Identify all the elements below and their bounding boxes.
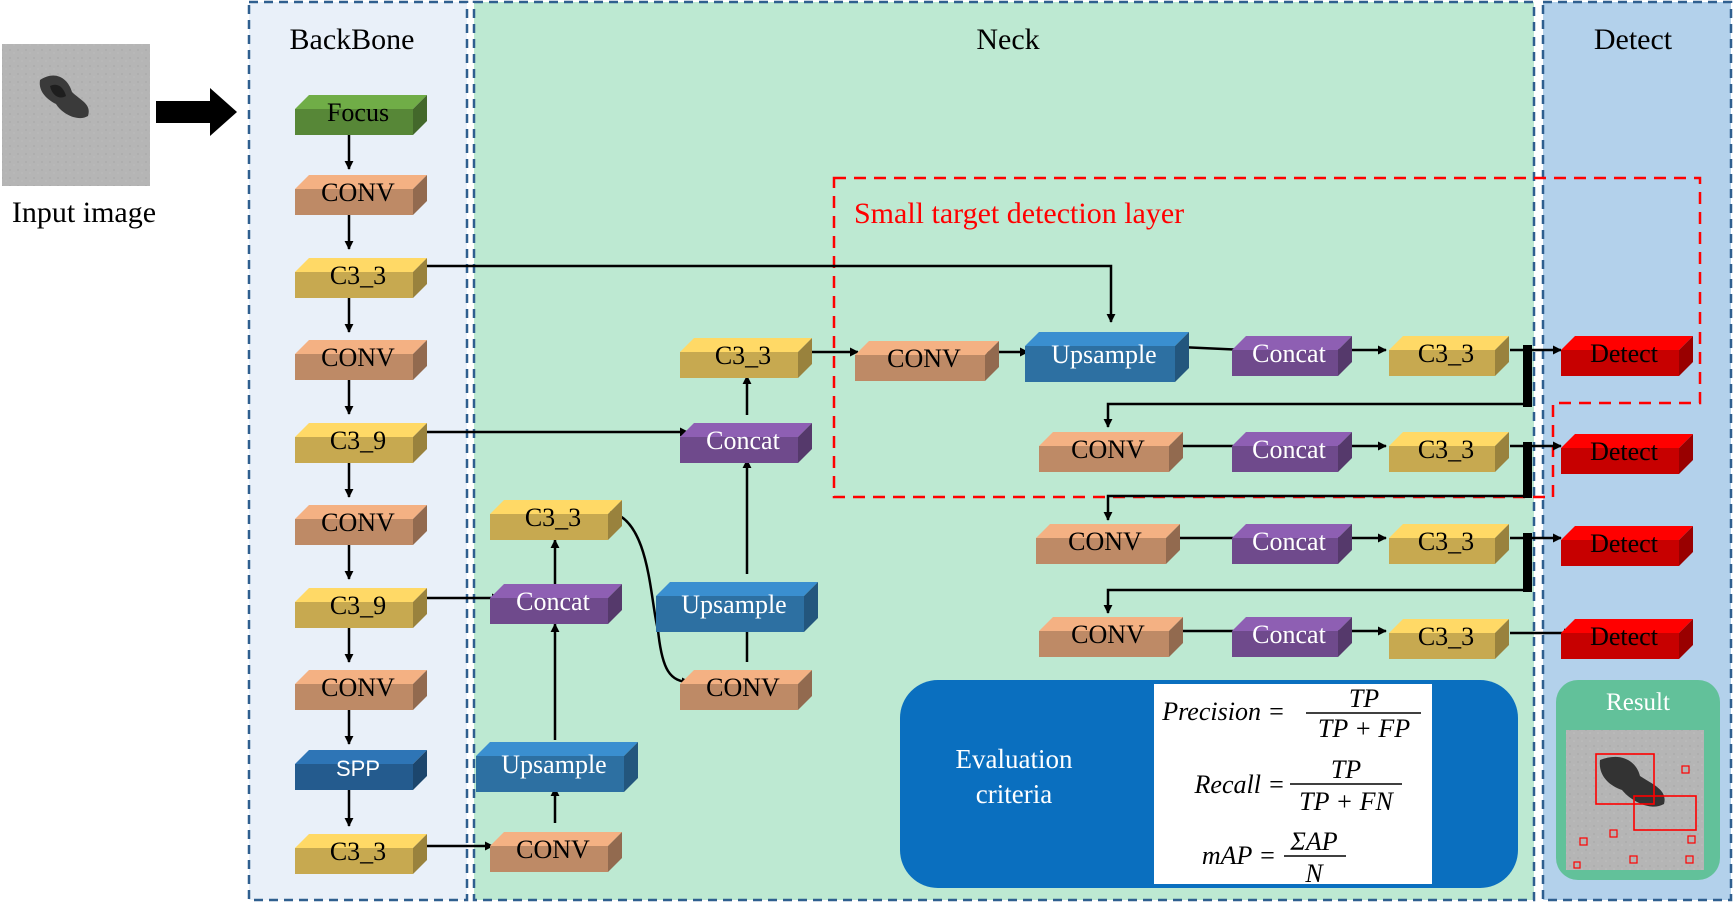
conv-block-1: CONV [295,175,427,215]
row4-c3-3: C3_3 [1389,619,1509,659]
map-num: ΣAP [1289,827,1337,856]
row2-conv: CONV [1039,432,1183,472]
row2-concat-label: Concat [1252,435,1326,464]
row2-c3-3-label: C3_3 [1418,435,1474,464]
conv-block-1-label: CONV [321,178,395,207]
neck-c1-concat: Concat [490,584,622,624]
row1-upsample-label: Upsample [1051,340,1156,369]
row4-concat-label: Concat [1252,620,1326,649]
neck-c2-upsample-label: Upsample [681,590,786,619]
result-image [1566,730,1704,870]
small-target-label: Small target detection layer [854,197,1184,230]
backbone-title: BackBone [290,23,415,56]
row3-conv: CONV [1036,524,1180,564]
c3-9-block-2: C3_9 [295,588,427,628]
focus-block-label: Focus [327,98,389,127]
focus-block: Focus [295,95,427,135]
conv-block-2-label: CONV [321,343,395,372]
input-image-label: Input image [12,196,156,229]
neck-c1-concat-label: Concat [516,587,590,616]
row1-detect: Detect [1561,336,1693,376]
neck-title: Neck [976,23,1039,56]
row4-conv-label: CONV [1071,620,1145,649]
row1-conv: CONV [855,341,999,381]
row1-concat-label: Concat [1252,339,1326,368]
row3-detect-label: Detect [1590,529,1659,558]
recall-den: TP + FN [1299,787,1394,816]
precision-lhs: Precision = [1161,697,1285,726]
bus-row1-2 [1523,345,1532,407]
neck-c1-upsample-label: Upsample [501,750,606,779]
c3-9-block-2-label: C3_9 [330,591,386,620]
input-image [2,44,150,186]
conv-block-2: CONV [295,340,427,380]
evaluation-title-line1: Evaluation [956,744,1073,774]
small-target-region [832,176,1702,499]
row3-concat: Concat [1232,524,1352,564]
input-arrow [156,88,237,136]
neck-c1-c3-3-label: C3_3 [525,503,581,532]
row3-c3-3: C3_3 [1389,524,1509,564]
bus-row3-4 [1523,533,1532,592]
result-label: Result [1606,689,1670,716]
row1-upsample: Upsample [1025,332,1189,382]
c3-9-block-1: C3_9 [295,423,427,463]
row4-concat: Concat [1232,617,1352,657]
recall-num: TP [1331,755,1361,784]
bus-row2-3 [1523,442,1532,498]
row4-detect: Detect [1561,619,1693,659]
neck-c2-concat-label: Concat [706,426,780,455]
neck-c1-upsample: Upsample [476,742,638,792]
c3-3-block-2: C3_3 [295,834,427,874]
row3-c3-3-label: C3_3 [1418,527,1474,556]
c3-3-block-1: C3_3 [295,258,427,298]
map-lhs: mAP = [1202,841,1276,870]
row2-c3-3: C3_3 [1389,432,1509,472]
neck-c2-c3-3: C3_3 [680,338,812,378]
c3-9-block-1-label: C3_9 [330,426,386,455]
row2-concat: Concat [1232,432,1352,472]
neck-c2-upsample: Upsample [656,582,818,632]
conv-block-4-label: CONV [321,673,395,702]
c3-3-block-2-label: C3_3 [330,837,386,866]
row1-concat: Concat [1232,336,1352,376]
row3-detect: Detect [1561,526,1693,566]
row1-c3-3: C3_3 [1389,336,1509,376]
row1-c3-3-label: C3_3 [1418,339,1474,368]
precision-num: TP [1349,684,1379,713]
conv-block-4: CONV [295,670,427,710]
row2-detect: Detect [1561,434,1693,474]
conv-block-3-label: CONV [321,508,395,537]
row4-c3-3-label: C3_3 [1418,622,1474,651]
row4-detect-label: Detect [1590,622,1659,651]
neck-c1-conv: CONV [490,832,622,872]
spp-block-label: SPP [336,756,380,781]
neck-c1-conv-label: CONV [516,835,590,864]
neck-c2-c3-3-label: C3_3 [715,341,771,370]
row2-conv-label: CONV [1071,435,1145,464]
precision-den: TP + FP [1318,714,1410,743]
row1-conv-label: CONV [887,344,961,373]
spp-block: SPP [295,750,427,790]
row1-detect-label: Detect [1590,339,1659,368]
neck-c1-c3-3: C3_3 [490,500,622,540]
detect-title: Detect [1594,23,1673,56]
row3-conv-label: CONV [1068,527,1142,556]
neck-c2-conv: CONV [680,670,812,710]
neck-c2-conv-label: CONV [706,673,780,702]
neck-c2-concat: Concat [680,423,812,463]
recall-lhs: Recall = [1194,770,1285,799]
row3-concat-label: Concat [1252,527,1326,556]
row2-detect-label: Detect [1590,437,1659,466]
row4-conv: CONV [1039,617,1183,657]
evaluation-title-line2: criteria [976,779,1052,809]
c3-3-block-1-label: C3_3 [330,261,386,290]
conv-block-3: CONV [295,505,427,545]
map-den: N [1304,859,1324,888]
